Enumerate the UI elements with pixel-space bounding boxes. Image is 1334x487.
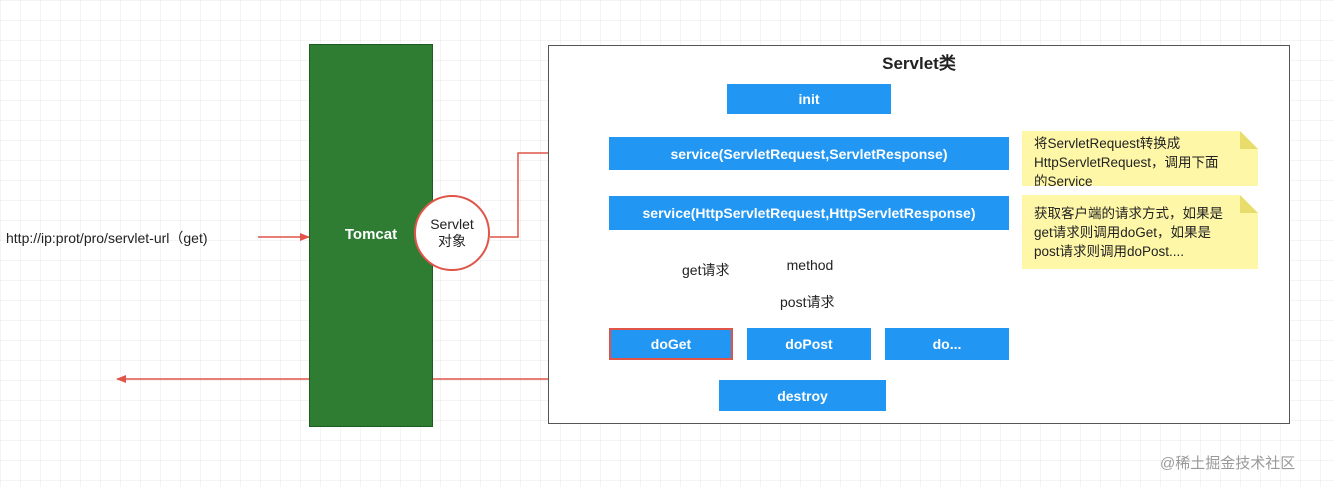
- tomcat-label: Tomcat: [344, 226, 398, 243]
- servlet-object-line2: 对象: [438, 233, 466, 249]
- note-dispatch-line3: post请求则调用doPost....: [1034, 244, 1185, 259]
- servlet-object-circle: Servlet 对象: [414, 195, 490, 271]
- note-dispatch-line1: 获取客户端的请求方式，如果是: [1034, 206, 1223, 221]
- watermark: @稀土掘金技术社区: [1160, 455, 1296, 472]
- note-convert-line3: 的Service: [1034, 174, 1093, 189]
- note-convert-request: 将ServletRequest转换成 HttpServletRequest，调用…: [1022, 131, 1258, 186]
- request-url-label: http://ip:prot/pro/servlet-url（get): [6, 230, 208, 246]
- note-convert-line1: 将ServletRequest转换成: [1034, 136, 1181, 151]
- note-convert-line2: HttpServletRequest，调用下面: [1034, 155, 1219, 170]
- service-http-method-box: service(HttpServletRequest,HttpServletRe…: [609, 196, 1009, 230]
- note-dispatch-method: 获取客户端的请求方式，如果是 get请求则调用doGet，如果是 post请求则…: [1022, 195, 1258, 269]
- tomcat-container: [309, 44, 433, 427]
- dopost-method-box: doPost: [747, 328, 871, 360]
- servlet-class-title: Servlet类: [882, 54, 956, 73]
- branch-get-label: get请求: [680, 260, 732, 280]
- do-other-method-box: do...: [885, 328, 1009, 360]
- init-method-box: init: [727, 84, 891, 114]
- service-generic-method-box: service(ServletRequest,ServletResponse): [609, 137, 1009, 170]
- servlet-object-line1: Servlet: [430, 216, 474, 232]
- branch-post-label: post请求: [778, 292, 837, 312]
- doget-method-box: doGet: [609, 328, 733, 360]
- note-dispatch-line2: get请求则调用doGet，如果是: [1034, 225, 1212, 240]
- method-decision-label: method: [786, 257, 834, 273]
- destroy-method-box: destroy: [719, 380, 886, 411]
